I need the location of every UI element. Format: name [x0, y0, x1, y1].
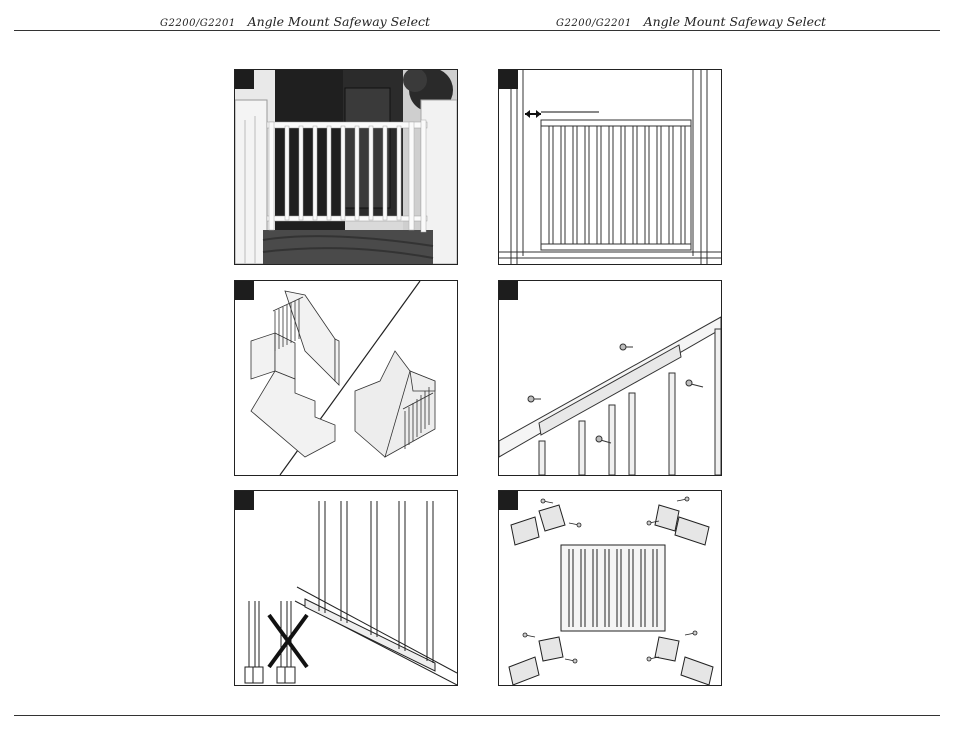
- step-badge: [235, 70, 254, 89]
- step-badge: [235, 491, 254, 510]
- figure-step-2: [498, 69, 722, 265]
- installed-gate-photo: [235, 70, 457, 264]
- step-badge: [499, 491, 518, 510]
- header-model: G2200/G2201: [556, 18, 632, 29]
- mounting-brackets-diagram: [499, 491, 721, 685]
- figure-step-6: [498, 490, 722, 686]
- header-product-name: Angle Mount Safeway Select: [248, 14, 430, 29]
- bar-orientation-diagram: [235, 491, 457, 685]
- step-badge: [499, 70, 518, 89]
- figure-step-3: [234, 280, 458, 476]
- stair-top-vs-bottom-diagram: [235, 281, 457, 475]
- header-model: G2200/G2201: [160, 18, 236, 29]
- header-right: G2200/G2201 Angle Mount Safeway Select: [556, 14, 826, 29]
- step-badge: [235, 281, 254, 300]
- step-badge: [499, 281, 518, 300]
- figure-step-1: [234, 69, 458, 265]
- header-product-name: Angle Mount Safeway Select: [644, 14, 826, 29]
- angled-mount-screws-diagram: [499, 281, 721, 475]
- gate-between-walls-diagram: [499, 70, 721, 264]
- header-left: G2200/G2201 Angle Mount Safeway Select: [160, 14, 430, 29]
- figure-step-4: [498, 280, 722, 476]
- header-rule: [14, 30, 940, 31]
- figure-step-5: [234, 490, 458, 686]
- footer-rule: [14, 715, 940, 716]
